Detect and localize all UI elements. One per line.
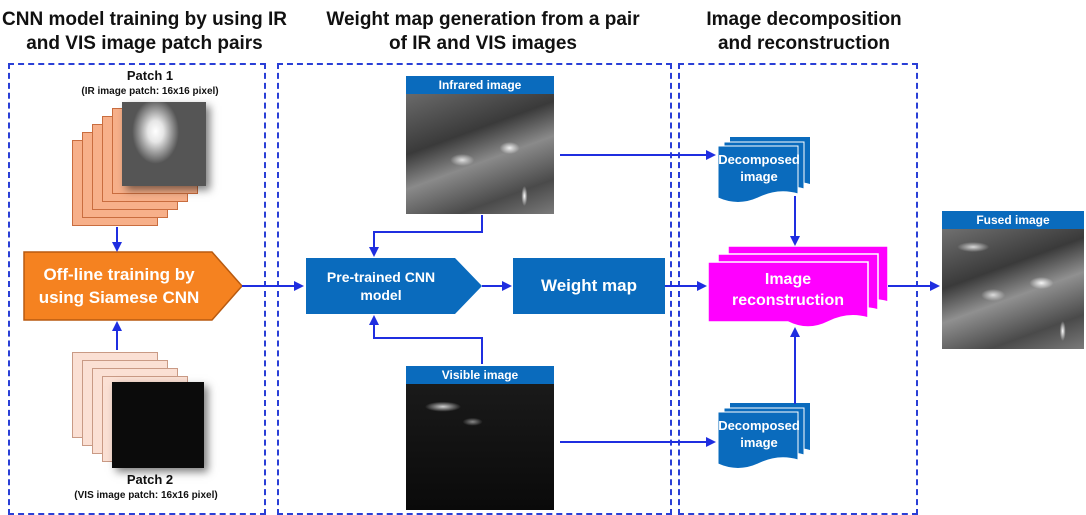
vis-patch-image	[112, 382, 204, 468]
patch2-subtitle: (VIS image patch: 16x16 pixel)	[74, 490, 218, 501]
section-title-weight-map: Weight map generation from a pair of IR …	[326, 9, 640, 54]
decomposed-bottom-label: Decomposed image	[718, 418, 800, 450]
ir-patch-image	[122, 102, 206, 186]
infrared-image	[406, 94, 554, 214]
infrared-image-label: Infrared image	[406, 76, 554, 94]
weight-map-box: Weight map	[513, 258, 665, 314]
decomposed-bottom-shape	[717, 403, 810, 469]
pretrained-cnn-box: Pre-trained CNN model	[326, 269, 436, 303]
arrows	[112, 150, 940, 447]
reconstruction-label: Image reconstruction	[731, 271, 844, 309]
offline-training-box: Off-line training by using Siamese CNN	[38, 265, 200, 307]
visible-image-label: Visible image	[406, 366, 554, 384]
offline-training-shape	[23, 251, 244, 321]
visible-image	[406, 384, 554, 510]
patch1-title: Patch 1	[126, 68, 174, 83]
pretrained-cnn-shape	[306, 258, 482, 314]
fused-image-label: Fused image	[942, 211, 1084, 229]
decomposed-top-shape	[717, 137, 810, 203]
patch2-title: Patch 2	[126, 472, 174, 487]
section-title-decomposition: Image decomposition and reconstruction	[706, 9, 902, 54]
patch1-subtitle: (IR image patch: 16x16 pixel)	[81, 86, 219, 97]
section-title-training: CNN model training by using IR and VIS i…	[2, 9, 288, 54]
decomposed-top-label: Decomposed image	[718, 152, 800, 184]
reconstruction-shape	[707, 245, 889, 328]
fused-image	[942, 229, 1084, 349]
